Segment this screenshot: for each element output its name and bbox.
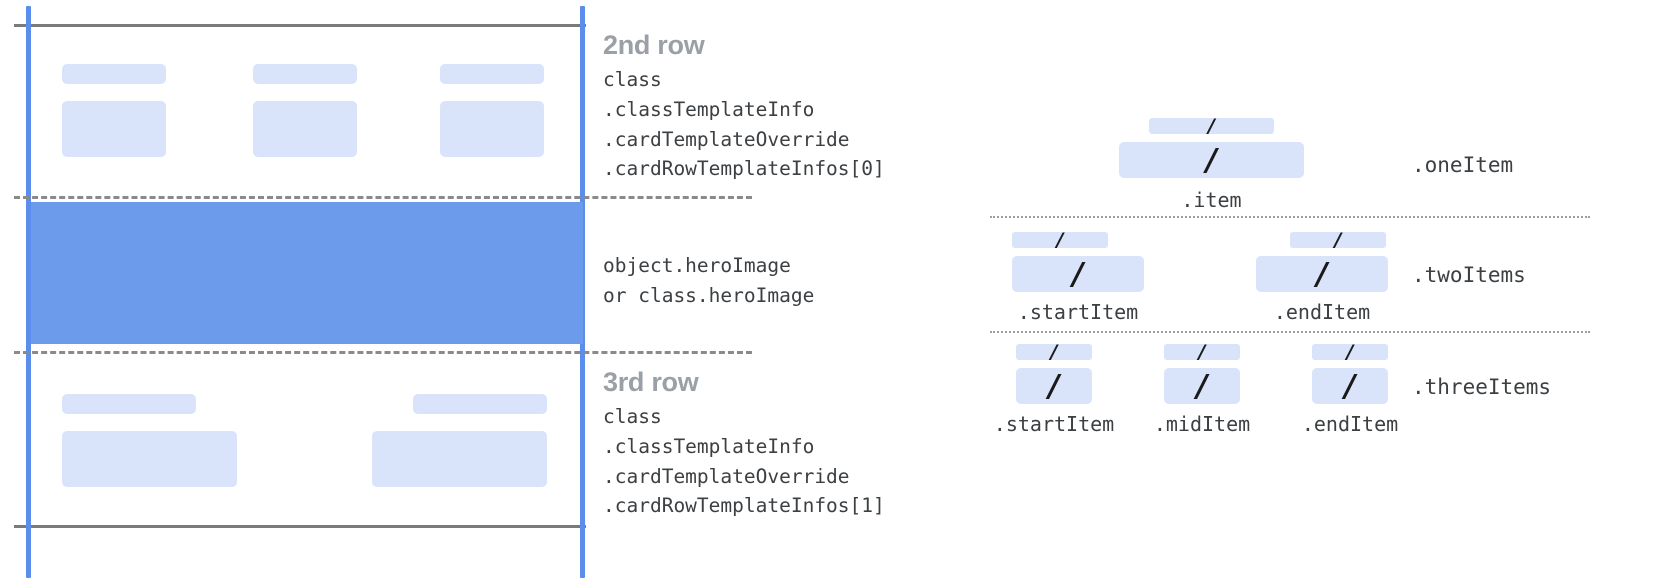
three-items-start-label: .startItem bbox=[993, 412, 1115, 436]
annotation-second-row-heading: 2nd row bbox=[603, 30, 705, 60]
row3-col2-label-chip bbox=[413, 394, 547, 414]
annotation-second-row: 2nd row class .classTemplateInfo .cardTe… bbox=[603, 31, 885, 184]
three-items-start-top-chip: / bbox=[1016, 344, 1092, 360]
row2-col2-value-chip bbox=[253, 101, 357, 157]
three-items-end-top-chip: / bbox=[1312, 344, 1388, 360]
slash-glyph: / bbox=[1050, 344, 1058, 360]
two-items-end-label: .endItem bbox=[1273, 300, 1371, 324]
slash-glyph: / bbox=[1346, 344, 1354, 360]
slash-glyph: / bbox=[1334, 232, 1342, 248]
three-items-end-label: .endItem bbox=[1301, 412, 1399, 436]
three-items-end-main-chip: / bbox=[1312, 368, 1388, 404]
two-items-end-top-chip: / bbox=[1290, 232, 1386, 248]
annotation-third-row-code: class .classTemplateInfo .cardTemplateOv… bbox=[603, 405, 885, 518]
slash-glyph: / bbox=[1316, 256, 1328, 292]
annotation-second-row-code: class .classTemplateInfo .cardTemplateOv… bbox=[603, 68, 885, 181]
divider-two-three bbox=[990, 331, 1590, 333]
two-items-start-top-chip: / bbox=[1012, 232, 1108, 248]
hero-image-band bbox=[31, 202, 583, 344]
row2-col2-label-chip bbox=[253, 64, 357, 84]
row3-col1-value-chip bbox=[62, 431, 237, 487]
slash-glyph: / bbox=[1072, 256, 1084, 292]
group-label-two-items: .twoItems bbox=[1412, 263, 1526, 287]
three-items-mid-top-chip: / bbox=[1164, 344, 1240, 360]
three-items-mid-label: .midItem bbox=[1153, 412, 1251, 436]
row2-col1-label-chip bbox=[62, 64, 166, 84]
left-guide-line bbox=[26, 6, 31, 578]
slash-glyph: / bbox=[1208, 118, 1215, 134]
one-item-slot-label: .item bbox=[1181, 188, 1242, 212]
annotation-hero-image: object.heroImage or class.heroImage bbox=[603, 251, 814, 310]
slash-glyph: / bbox=[1206, 142, 1217, 178]
item-slot-layouts: / / .item .oneItem / / .startItem / / .e… bbox=[960, 0, 1676, 584]
group-label-one-item: .oneItem bbox=[1412, 153, 1514, 177]
hero-top-divider bbox=[14, 196, 752, 199]
row2-col1-value-chip bbox=[62, 101, 166, 157]
three-items-start-main-chip: / bbox=[1016, 368, 1092, 404]
annotation-third-row-heading: 3rd row bbox=[603, 367, 699, 397]
row2-col3-value-chip bbox=[440, 101, 544, 157]
annotation-third-row: 3rd row class .classTemplateInfo .cardTe… bbox=[603, 368, 885, 521]
slash-glyph: / bbox=[1048, 368, 1060, 404]
row2-col3-label-chip bbox=[440, 64, 544, 84]
hero-bottom-divider bbox=[14, 351, 752, 354]
card-bottom-rule bbox=[14, 525, 586, 528]
two-items-start-label: .startItem bbox=[1017, 300, 1139, 324]
annotation-hero-image-code: object.heroImage or class.heroImage bbox=[603, 254, 815, 307]
two-items-start-main-chip: / bbox=[1012, 256, 1144, 292]
one-item-top-chip: / bbox=[1149, 118, 1274, 134]
slash-glyph: / bbox=[1198, 344, 1206, 360]
slash-glyph: / bbox=[1196, 368, 1208, 404]
slash-glyph: / bbox=[1056, 232, 1064, 248]
group-label-three-items: .threeItems bbox=[1412, 375, 1552, 399]
row3-col1-label-chip bbox=[62, 394, 196, 414]
one-item-main-chip: / bbox=[1119, 142, 1304, 178]
divider-one-two bbox=[990, 216, 1590, 218]
card-template-preview bbox=[0, 0, 752, 584]
three-items-mid-main-chip: / bbox=[1164, 368, 1240, 404]
slash-glyph: / bbox=[1344, 368, 1356, 404]
row3-col2-value-chip bbox=[372, 431, 547, 487]
two-items-end-main-chip: / bbox=[1256, 256, 1388, 292]
card-top-rule bbox=[14, 24, 586, 27]
